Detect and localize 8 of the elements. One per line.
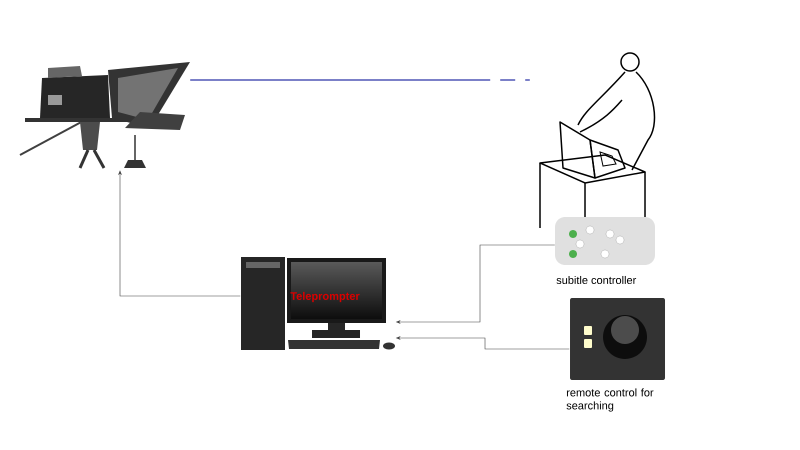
node-label: Teleprompter [290, 292, 360, 302]
presenter-desk-drawing [539, 52, 656, 230]
remote-control-drawing [570, 298, 665, 380]
subtitle-controller-drawing [555, 217, 655, 265]
device-caption: subitle controller [556, 276, 636, 284]
sight-line [190, 79, 530, 81]
teleprompter-camera-drawing [20, 62, 190, 169]
node-caption: remote control for searching [566, 388, 654, 412]
